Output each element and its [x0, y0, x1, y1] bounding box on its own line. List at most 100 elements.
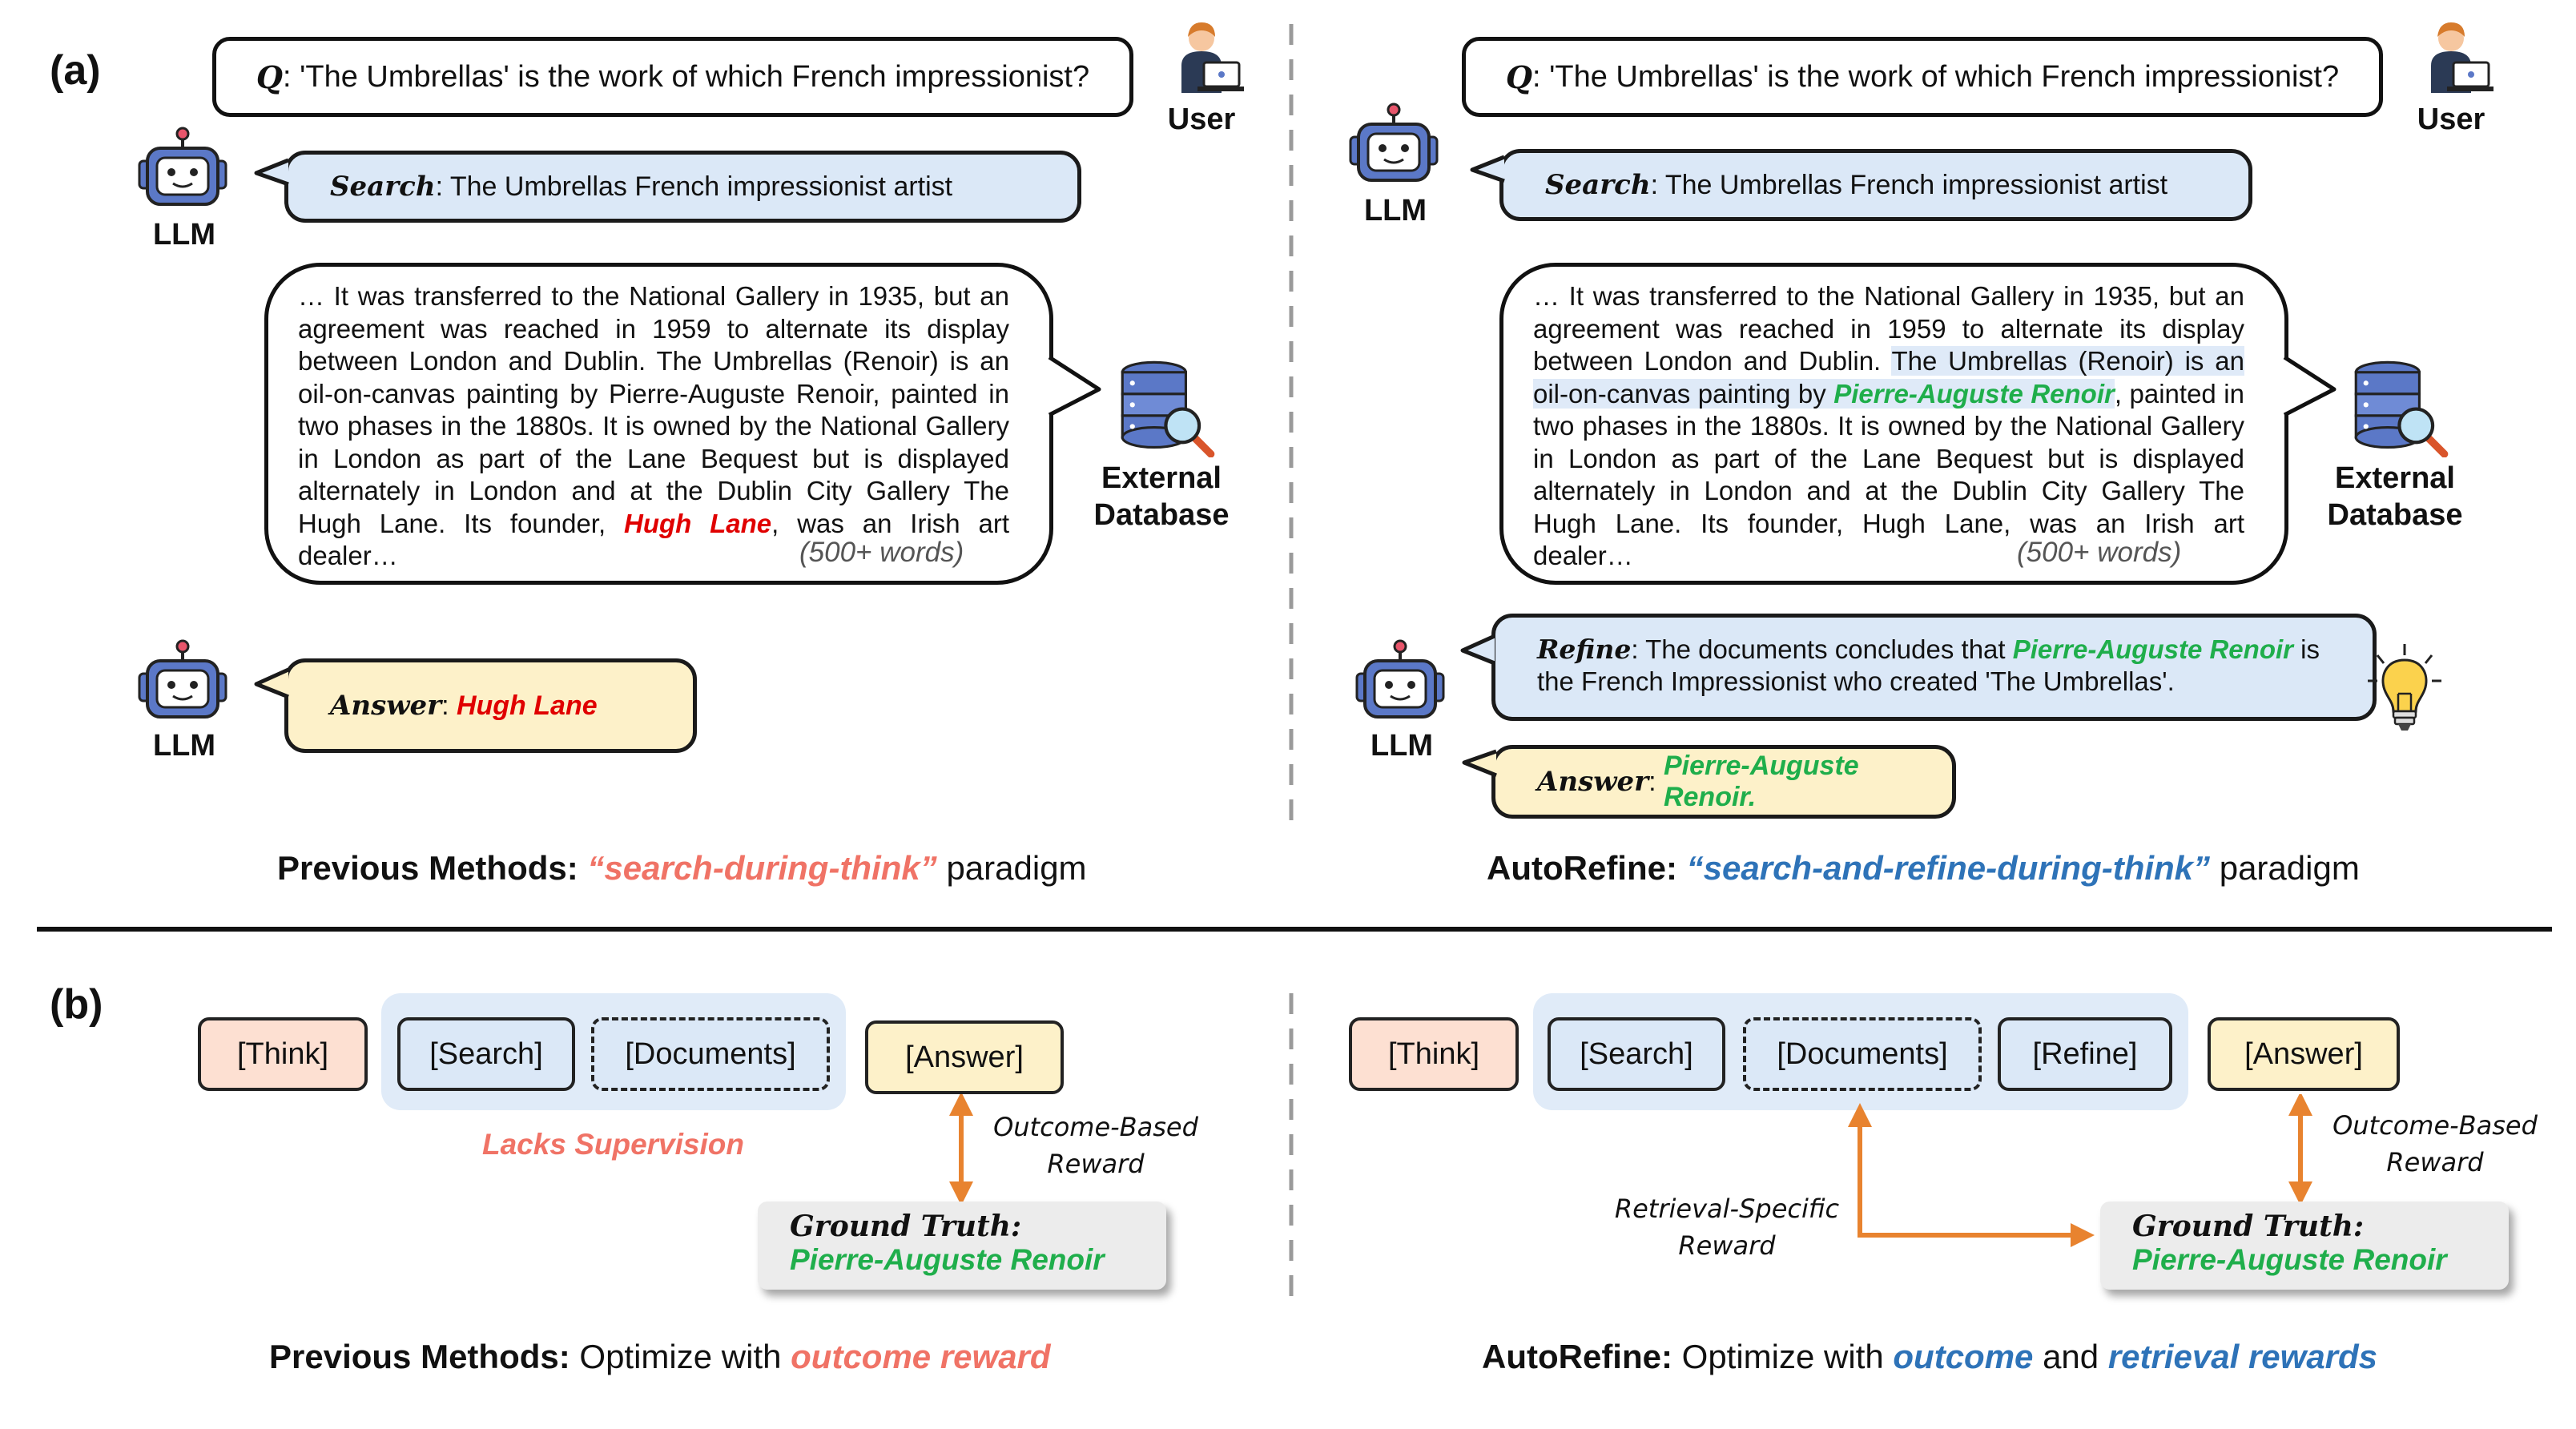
token-documents-right: [Documents] [1743, 1017, 1982, 1091]
retrieval-reward-label: Retrieval-Specific Reward [1607, 1190, 1847, 1264]
answer-value-wrong: Hugh Lane [456, 690, 598, 721]
answer-prefix: Answer [1537, 766, 1649, 798]
token-search-right: [Search] [1548, 1017, 1725, 1091]
ground-truth-value: Pierre-Auguste Renoir [2132, 1243, 2447, 1276]
answer-bubble-left: Answer: Hugh Lane [284, 658, 697, 753]
user-label-left: User [1167, 103, 1236, 136]
answer-bubble-tail-left [254, 667, 290, 699]
reward-line2: Reward [2386, 1147, 2484, 1177]
llm-label-left-bottom: LLM [152, 729, 216, 763]
token-search-left: [Search] [397, 1017, 575, 1091]
outcome-arrow-left [949, 1094, 973, 1203]
ground-truth-value: Pierre-Auguste Renoir [790, 1243, 1105, 1276]
answer-colon: : [441, 690, 457, 721]
vertical-divider [1289, 24, 1294, 1306]
token-answer-left: [Answer] [865, 1020, 1064, 1094]
db-label-line2: Database [2327, 498, 2463, 532]
doc-words-right: (500+ words) [2017, 537, 2182, 568]
refine-bubble: Refine: The documents concludes that Pie… [1491, 614, 2377, 721]
caption-bold: Previous Methods: [269, 1338, 570, 1375]
search-bubble-right: Search: The Umbrellas French impressioni… [1499, 149, 2252, 221]
paradigm-caption-left: Previous Methods: “search-during-think” … [277, 849, 1087, 888]
doc-words-left: (500+ words) [799, 537, 964, 568]
doc-highlight-wrong: Hugh Lane [623, 508, 772, 538]
ground-truth-box-left: Ground Truth: Pierre-Auguste Renoir [758, 1202, 1166, 1290]
paradigm-bold: AutoRefine: [1487, 849, 1677, 887]
caption-plain: Optimize with [570, 1338, 791, 1375]
caption-plain: and [2033, 1338, 2108, 1375]
search-prefix: Search [330, 171, 436, 203]
robot-icon [1355, 639, 1445, 719]
database-icon [2351, 357, 2451, 457]
question-bubble-left: Q: 'The Umbrellas' is the work of which … [212, 37, 1133, 117]
reward-line1: Outcome-Based [993, 1112, 1198, 1142]
paradigm-bold: Previous Methods: [277, 849, 578, 887]
user-icon [1180, 21, 1246, 95]
llm-label-left-top: LLM [152, 218, 216, 252]
search-bubble-left: Search: The Umbrellas French impressioni… [284, 151, 1081, 223]
answer-colon: : [1648, 766, 1664, 797]
ground-truth-title: Ground Truth: [790, 1210, 1022, 1243]
database-icon [1117, 357, 1218, 457]
ground-truth-box-right: Ground Truth: Pierre-Auguste Renoir [2100, 1202, 2509, 1290]
question-prefix: Q [1505, 58, 1533, 95]
caption-colored-retrieval: retrieval rewards [2107, 1338, 2378, 1375]
answer-bubble-tail-right [1462, 749, 1497, 778]
caption-plain: Optimize with [1672, 1338, 1894, 1375]
document-bubble-tail-left [1048, 355, 1101, 417]
search-bubble-tail-right [1470, 155, 1505, 183]
db-label-right: External Database [2315, 460, 2475, 533]
token-refine: [Refine] [1998, 1017, 2172, 1091]
retrieval-reward-arrow [1848, 1103, 2095, 1247]
doc-text-part1: … It was transferred to the National Gal… [1533, 281, 2244, 376]
db-label-line2: Database [1093, 498, 1230, 532]
outcome-reward-label-right: Outcome-Based Reward [2323, 1107, 2547, 1181]
caption-bold: AutoRefine: [1482, 1338, 1672, 1375]
token-think-left: [Think] [198, 1017, 368, 1091]
outcome-arrow-right [2288, 1094, 2312, 1203]
user-label-right: User [2417, 103, 2485, 136]
answer-value-correct: Pierre-Auguste Renoir. [1663, 751, 1859, 812]
search-bubble-tail [254, 158, 289, 187]
db-label-line1: External [1101, 461, 1222, 495]
paradigm-colored: “search-during-think” [587, 849, 937, 887]
document-bubble-left [264, 263, 1053, 585]
search-text: : The Umbrellas French impressionist art… [435, 171, 953, 202]
question-text: : 'The Umbrellas' is the work of which F… [1532, 59, 2340, 94]
question-bubble-right: Q: 'The Umbrellas' is the work of which … [1462, 37, 2383, 117]
token-think-right: [Think] [1349, 1017, 1519, 1091]
answer-prefix: Answer [330, 690, 442, 722]
search-text: : The Umbrellas French impressionist art… [1650, 169, 2168, 200]
paradigm-tail: paradigm [936, 849, 1087, 887]
robot-icon [138, 639, 227, 719]
caption-colored-outcome: outcome [1893, 1338, 2034, 1375]
llm-label-right-bottom: LLM [1370, 729, 1434, 763]
panel-a-label: (a) [50, 47, 101, 94]
outcome-reward-label-left: Outcome-Based Reward [984, 1109, 1208, 1182]
paradigm-tail: paradigm [2210, 849, 2360, 887]
db-label-line1: External [2335, 461, 2455, 495]
horizontal-divider [37, 927, 2552, 932]
token-answer-right: [Answer] [2208, 1017, 2400, 1091]
document-text-right: … It was transferred to the National Gal… [1533, 280, 2244, 573]
token-documents-left: [Documents] [591, 1017, 830, 1091]
doc-text-part2: , painted in two phases in the 1880s. It… [1533, 378, 2244, 571]
doc-text-part1: … It was transferred to the National Gal… [298, 281, 1009, 538]
lightbulb-icon [2366, 642, 2443, 732]
reward-line2: Reward [1678, 1230, 1776, 1261]
robot-icon [1349, 103, 1439, 182]
refine-part1: : The documents concludes that [1631, 634, 2013, 664]
reward-line1: Retrieval-Specific [1614, 1194, 1840, 1224]
lacks-supervision-label: Lacks Supervision [482, 1128, 744, 1161]
caption-colored: outcome reward [791, 1338, 1051, 1375]
refine-prefix: Refine [1537, 634, 1632, 665]
document-bubble-right [1499, 263, 2288, 585]
paradigm-caption-right: AutoRefine: “search-and-refine-during-th… [1487, 849, 2360, 888]
doc-text-part2: , was an Irish art dealer… [298, 508, 1009, 571]
document-text-left: … It was transferred to the National Gal… [298, 280, 1009, 573]
refine-bubble-tail [1460, 634, 1496, 666]
refine-part2: is the French Impressionist who created … [1537, 634, 2320, 696]
optimize-caption-left: Previous Methods: Optimize with outcome … [269, 1338, 1051, 1376]
paradigm-colored: “search-and-refine-during-think” [1686, 849, 2211, 887]
panel-b-label: (b) [50, 981, 103, 1028]
